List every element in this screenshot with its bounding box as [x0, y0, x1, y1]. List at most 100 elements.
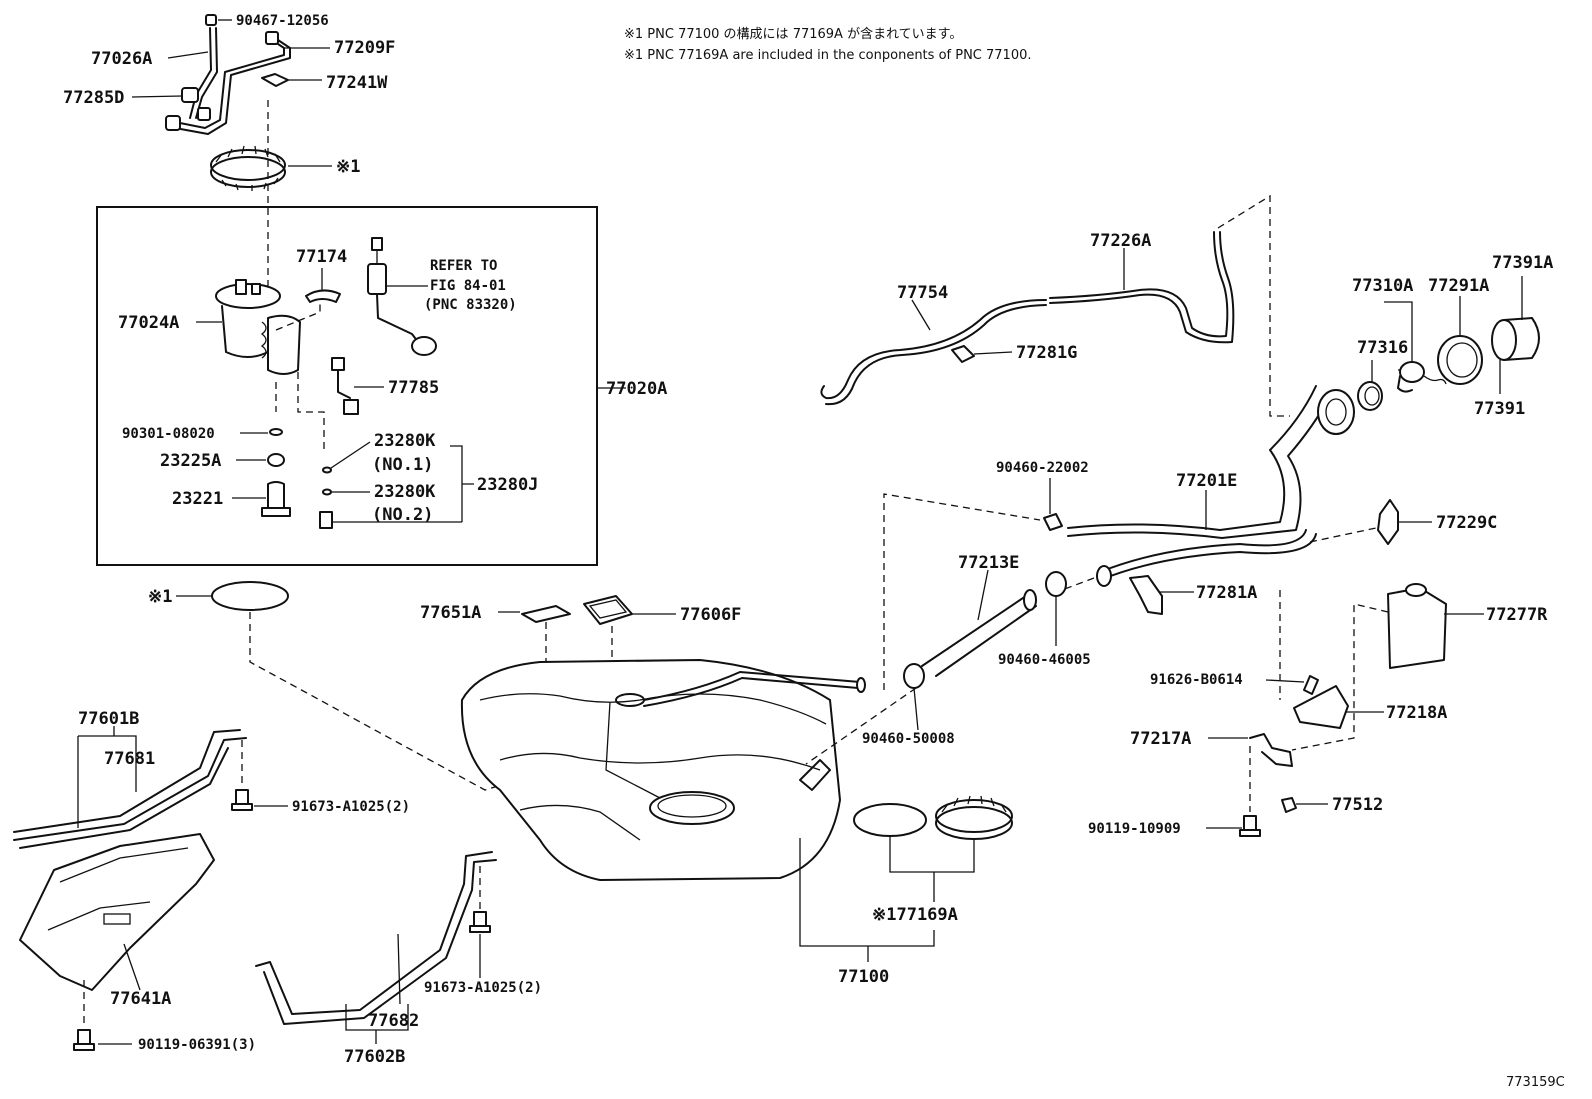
- filler-pipe-77201E: [1067, 385, 1355, 587]
- o-ring-90301: [269, 428, 283, 436]
- label-77651A: 77651A: [420, 603, 481, 623]
- fuel-cap-77310A: [1397, 361, 1447, 393]
- label-77020A: 77020A: [606, 379, 667, 399]
- label-77217A: 77217A: [1130, 729, 1191, 749]
- label-77169A: ※177169A: [872, 905, 958, 925]
- label-no1: (NO.1): [372, 455, 433, 475]
- label-77277R: 77277R: [1486, 605, 1548, 625]
- note-english: ※1 PNC 77169A are included in the conpon…: [624, 48, 1032, 63]
- label-77602B: 77602B: [344, 1047, 405, 1067]
- label-77100: 77100: [838, 967, 889, 987]
- label-77512: 77512: [1332, 795, 1383, 815]
- label-77754: 77754: [897, 283, 948, 303]
- fuel-pump-module: [215, 279, 301, 375]
- label-ref1-top: ※1: [336, 157, 360, 177]
- housing-77277R: [1387, 583, 1447, 669]
- label-77391A: 77391A: [1492, 253, 1553, 273]
- label-77285D: 77285D: [63, 88, 124, 108]
- label-77601B: 77601B: [78, 709, 139, 729]
- wire-harness: [367, 237, 437, 356]
- label-77310A: 77310A: [1352, 276, 1413, 296]
- label-77026A: 77026A: [91, 49, 152, 69]
- gasket-ref1: [211, 581, 289, 611]
- label-77281G: 77281G: [1016, 343, 1077, 363]
- label-77291A: 77291A: [1428, 276, 1489, 296]
- label-77024A: 77024A: [118, 313, 179, 333]
- label-77241W: 77241W: [326, 73, 388, 93]
- band-77601B: [13, 729, 247, 849]
- ring-77291A: [1437, 335, 1483, 385]
- protector-77641A: [19, 833, 215, 991]
- label-90119-10909: 90119-10909: [1088, 821, 1181, 837]
- gasket-77316: [1357, 381, 1383, 411]
- label-refer-line2: FIG 84-01: [430, 278, 506, 294]
- clamp-90460-46005: [1045, 571, 1067, 597]
- label-91673-A1025-b: 91673-A1025(2): [424, 980, 542, 996]
- clamp-77281G: [951, 345, 975, 363]
- label-23225A: 23225A: [160, 451, 221, 471]
- label-90460-22002: 90460-22002: [996, 460, 1089, 476]
- fitting-23280K: [319, 511, 333, 529]
- bolt-90119-10909: [1239, 815, 1261, 837]
- label-90460-50008: 90460-50008: [862, 731, 955, 747]
- bolt-91626-B0614: [1303, 675, 1319, 695]
- label-77281A: 77281A: [1196, 583, 1257, 603]
- o-ring-23280K-1: [322, 466, 332, 474]
- label-90119-06391: 90119-06391(3): [138, 1037, 256, 1053]
- retainer-ring-77169A: [935, 795, 1013, 840]
- label-77218A: 77218A: [1386, 703, 1447, 723]
- label-77316: 77316: [1357, 338, 1408, 358]
- label-91673-A1025-a: 91673-A1025(2): [292, 799, 410, 815]
- label-90460-46005: 90460-46005: [998, 652, 1091, 668]
- label-77213E: 77213E: [958, 553, 1019, 573]
- label-77229C: 77229C: [1436, 513, 1497, 533]
- label-23280K-1: 23280K: [374, 431, 436, 451]
- tube-77754: [820, 299, 1047, 406]
- label-77681: 77681: [104, 749, 155, 769]
- label-77641A: 77641A: [110, 989, 171, 1009]
- label-77606F: 77606F: [680, 605, 741, 625]
- label-23221: 23221: [172, 489, 223, 509]
- label-refer-line1: REFER TO: [430, 258, 497, 274]
- clamp-77281A: [1129, 575, 1163, 615]
- label-77226A: 77226A: [1090, 231, 1151, 251]
- label-77209F: 77209F: [334, 38, 395, 58]
- label-90467-12056: 90467-12056: [236, 13, 329, 29]
- label-77785: 77785: [388, 378, 439, 398]
- o-ring-23280K-2: [322, 488, 332, 496]
- bracket-77174: [305, 289, 341, 303]
- sender-wire-77785: [331, 357, 359, 415]
- pump-assembly-box: [96, 206, 598, 566]
- tube-77226A: [1049, 231, 1235, 344]
- clamp-90460-50008: [903, 663, 925, 689]
- label-77174: 77174: [296, 247, 347, 267]
- label-23280K-2: 23280K: [374, 482, 436, 502]
- label-77391: 77391: [1474, 399, 1525, 419]
- cushion-23225A: [267, 453, 285, 467]
- label-77201E: 77201E: [1176, 471, 1237, 491]
- cover-77606F: [583, 595, 633, 625]
- bolt-90119-06391: [73, 1029, 95, 1051]
- protector-77391A: [1491, 317, 1540, 361]
- bolt-91673-b: [469, 911, 491, 933]
- band-77602B: [255, 851, 497, 1025]
- note-japanese: ※1 PNC 77100 の構成には 77169A が含まれています。: [624, 26, 962, 42]
- label-no2: (NO.2): [372, 505, 433, 525]
- fuel-tank-77100: [460, 659, 866, 881]
- fuel-line-assembly-drawing: [165, 14, 291, 135]
- clip-77512: [1281, 797, 1297, 813]
- figure-code: 773159C: [1506, 1075, 1565, 1090]
- label-77682: 77682: [368, 1011, 419, 1031]
- hose-77213E: [921, 589, 1037, 677]
- clamp-90460-22002: [1043, 513, 1063, 531]
- gasket-77169A: [853, 803, 927, 837]
- label-23280J: 23280J: [477, 475, 538, 495]
- retainer-ring-top: [210, 145, 286, 191]
- bracket-77217A: [1249, 733, 1293, 767]
- label-90301-08020: 90301-08020: [122, 426, 215, 442]
- label-91626-B0614: 91626-B0614: [1150, 672, 1243, 688]
- label-ref1-left: ※1: [148, 587, 172, 607]
- bracket-77218A: [1293, 685, 1349, 729]
- label-plate-77651A: [521, 605, 571, 623]
